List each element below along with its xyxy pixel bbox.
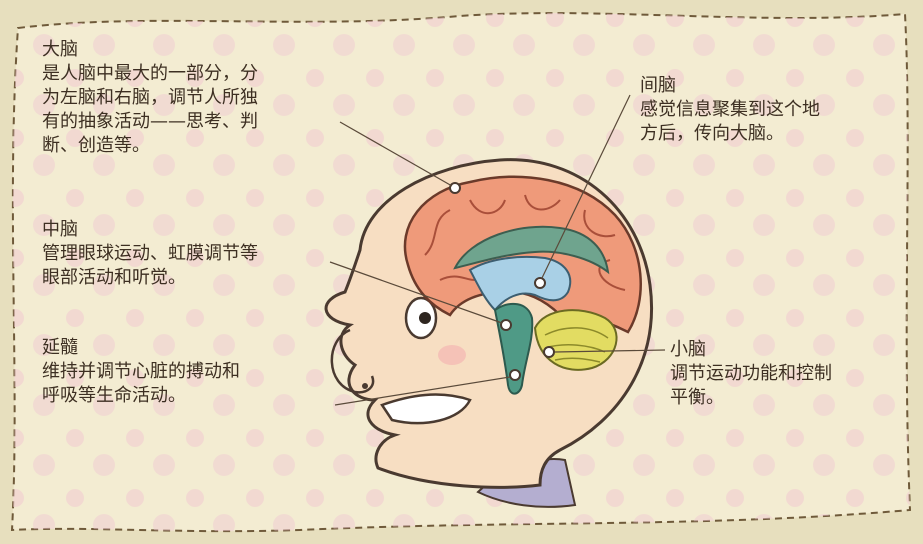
label-midbrain-line-1: 管理眼球运动、虹膜调节等 bbox=[42, 242, 258, 266]
label-cerebrum-title: 大脑 bbox=[42, 38, 258, 62]
label-cerebellum-line-2: 平衡。 bbox=[670, 386, 832, 410]
marker-medulla bbox=[510, 370, 520, 380]
label-cerebrum: 大脑 是人脑中最大的一部分，分 为左脑和右脑，调节人所独 有的抽象活动——思考、… bbox=[42, 38, 258, 158]
label-cerebrum-line-3: 有的抽象活动——思考、判 bbox=[42, 110, 258, 134]
label-diencephalon-title: 间脑 bbox=[640, 74, 820, 98]
cheek bbox=[438, 345, 466, 365]
label-diencephalon: 间脑 感觉信息聚集到这个地 方后，传向大脑。 bbox=[640, 74, 820, 146]
marker-diencephalon bbox=[535, 278, 545, 288]
label-cerebrum-line-2: 为左脑和右脑，调节人所独 bbox=[42, 86, 258, 110]
marker-cerebellum bbox=[544, 347, 554, 357]
label-medulla: 延髓 维持并调节心脏的搏动和 呼吸等生命活动。 bbox=[42, 336, 240, 408]
label-medulla-line-1: 维持并调节心脏的搏动和 bbox=[42, 360, 240, 384]
label-diencephalon-line-2: 方后，传向大脑。 bbox=[640, 122, 820, 146]
label-cerebellum-title: 小脑 bbox=[670, 338, 832, 362]
label-cerebellum: 小脑 调节运动功能和控制 平衡。 bbox=[670, 338, 832, 410]
marker-cerebrum bbox=[450, 183, 460, 193]
label-midbrain-title: 中脑 bbox=[42, 218, 258, 242]
label-cerebellum-line-1: 调节运动功能和控制 bbox=[670, 362, 832, 386]
label-cerebrum-line-4: 断、创造等。 bbox=[42, 134, 258, 158]
label-medulla-title: 延髓 bbox=[42, 336, 240, 360]
label-cerebrum-line-1: 是人脑中最大的一部分，分 bbox=[42, 62, 258, 86]
label-midbrain-line-2: 眼部活动和听觉。 bbox=[42, 266, 258, 290]
marker-midbrain bbox=[501, 320, 511, 330]
label-diencephalon-line-1: 感觉信息聚集到这个地 bbox=[640, 98, 820, 122]
label-medulla-line-2: 呼吸等生命活动。 bbox=[42, 384, 240, 408]
label-midbrain: 中脑 管理眼球运动、虹膜调节等 眼部活动和听觉。 bbox=[42, 218, 258, 290]
